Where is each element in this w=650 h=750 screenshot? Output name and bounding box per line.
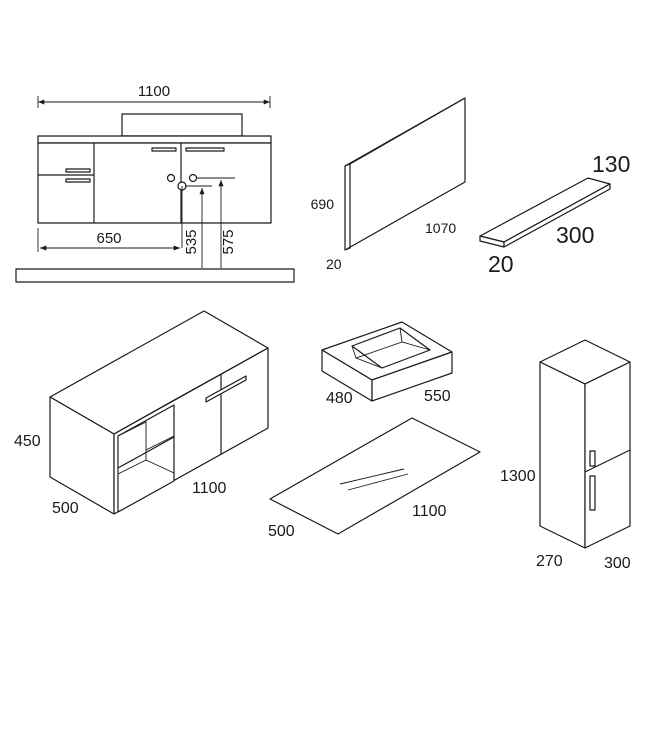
cabinet-handle xyxy=(205,375,247,403)
door-handle-right xyxy=(185,147,225,152)
cabinet-depth-label: 500 xyxy=(52,500,79,517)
vanity-body-front xyxy=(37,142,272,224)
basin-drawing: 480 550 xyxy=(321,321,453,407)
vessel-basin-front xyxy=(121,113,243,137)
glass-width-label: 1100 xyxy=(412,503,447,520)
glass-depth-label: 500 xyxy=(268,523,295,540)
shelf-side-edge xyxy=(503,183,611,248)
basin-side-wall xyxy=(371,351,453,402)
front-offset-label: 650 xyxy=(96,230,121,247)
door-handle-left xyxy=(151,147,177,152)
tall-cabinet-handle-lower xyxy=(589,475,596,511)
supply-hole-left xyxy=(166,173,176,183)
mirror-width-label: 1070 xyxy=(425,220,456,236)
shelf-length-label: 300 xyxy=(556,222,594,248)
front-width-label: 1100 xyxy=(138,83,170,100)
tall-cabinet-front xyxy=(584,361,631,549)
glass-reflection-mark xyxy=(339,468,405,485)
tall-cabinet-side xyxy=(539,361,586,549)
mirror-drawing: 690 1070 20 xyxy=(311,97,466,272)
tall-cabinet-depth-label: 270 xyxy=(536,553,563,570)
drain-height-label: 535 xyxy=(183,229,200,254)
cabinet-width-label: 1100 xyxy=(192,480,227,497)
tall-cabinet-height-label: 1300 xyxy=(500,468,536,485)
cabinet-drawing: 450 500 1100 xyxy=(14,310,269,517)
drawer-handle-top xyxy=(65,168,91,173)
tall-cabinet-door-split xyxy=(584,449,631,473)
supply-height-label: 575 xyxy=(220,229,237,254)
basin-width-label: 550 xyxy=(424,388,451,405)
mirror-depth-label: 20 xyxy=(326,256,342,272)
tall-cabinet-drawing: 1300 270 300 xyxy=(500,339,631,572)
cabinet-height-label: 450 xyxy=(14,433,41,450)
shelf-thickness-label: 20 xyxy=(488,251,514,277)
floor-line xyxy=(15,268,295,283)
tall-cabinet-handle-upper xyxy=(589,450,596,467)
front-view-drawing: 1100 650 535 575 xyxy=(15,83,295,283)
countertop-front xyxy=(37,135,272,144)
glass-top-drawing: 500 1100 xyxy=(268,417,481,540)
shelf-height-label: 130 xyxy=(592,151,630,177)
tall-cabinet-width-label: 300 xyxy=(604,555,631,572)
supply-hole-right xyxy=(188,173,198,183)
basin-depth-label: 480 xyxy=(326,390,353,407)
drawer-handle-bottom xyxy=(65,178,91,183)
shelf-drawing: 130 300 20 xyxy=(479,151,630,277)
mirror-height-label: 690 xyxy=(311,196,335,212)
